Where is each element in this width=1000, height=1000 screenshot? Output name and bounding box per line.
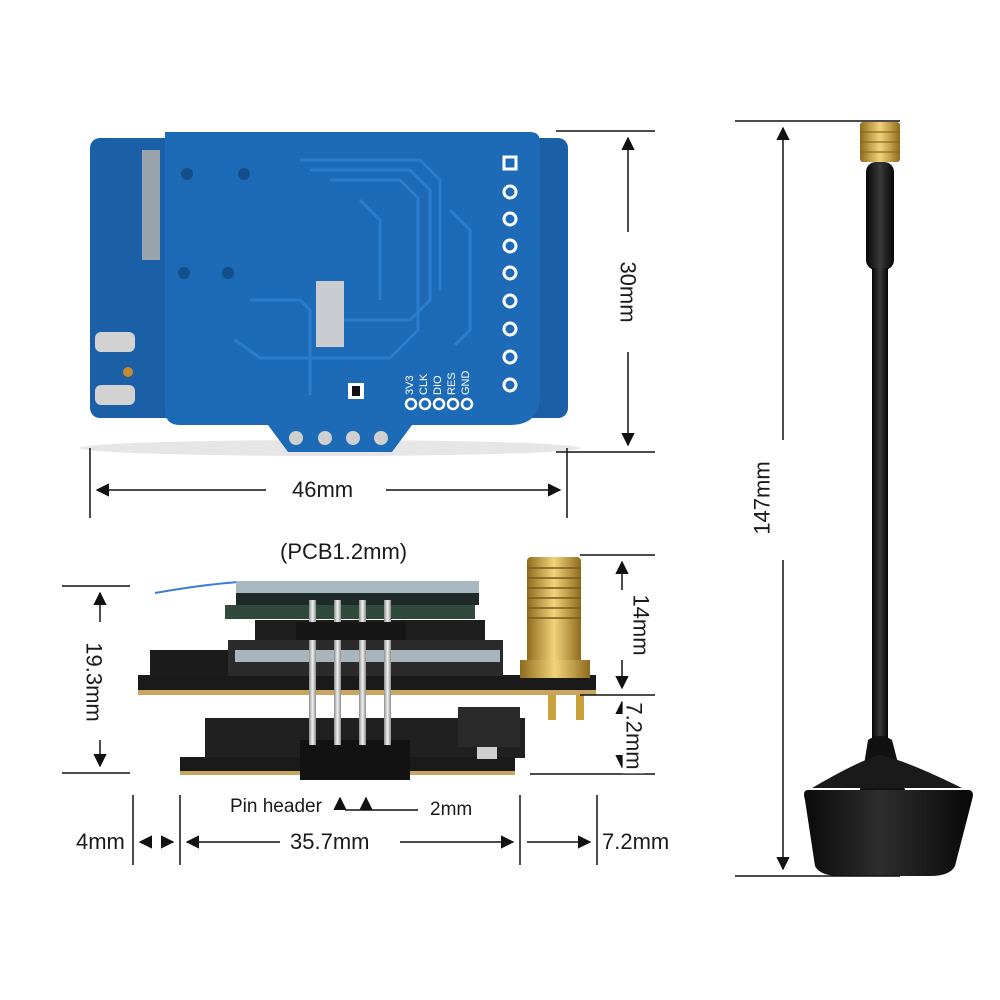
antenna-dimension: [735, 120, 900, 877]
left-offset-label: 4mm: [72, 831, 129, 853]
pin-header-label: Pin header: [226, 797, 326, 816]
pin-label-gnd: GND: [460, 370, 472, 395]
right-offset-label: 7.2mm: [598, 831, 674, 853]
side-component: [142, 150, 160, 260]
pin-label-clk: CLK: [418, 373, 430, 395]
total-height-label: 19.3mm: [82, 638, 107, 726]
pin-label-dio: DIO: [432, 375, 444, 395]
board-length-label: 35.7mm: [286, 831, 374, 853]
pin-square: [502, 155, 518, 171]
bottom-pins: [289, 431, 388, 445]
side-view: [138, 557, 596, 780]
oled-board: [236, 581, 479, 593]
pin-row: [404, 397, 474, 411]
top-board-dimensions: [89, 130, 655, 518]
mount-hole: [181, 168, 193, 180]
pin-header: [300, 740, 410, 780]
side-view-dimensions: [62, 554, 655, 865]
antenna-base: [804, 790, 973, 876]
shield-chip: [316, 281, 344, 347]
pin-label-3v3: 3V3: [404, 375, 416, 395]
height-30mm-label: 30mm: [616, 257, 641, 327]
solder-pad: [95, 385, 135, 405]
antenna-cable: [872, 268, 888, 743]
solder-pad: [95, 332, 135, 352]
sma-height-label: 14mm: [629, 590, 654, 660]
mount-hole: [238, 168, 250, 180]
antenna: [804, 122, 973, 876]
top-board-view: [80, 132, 580, 456]
mount-hole: [178, 267, 190, 279]
upper-pcb: [225, 605, 475, 619]
header-pins: [309, 600, 391, 745]
pin-label-res: RES: [446, 372, 458, 395]
antenna-length-label: 147mm: [750, 457, 775, 539]
pcb-thickness-label: (PCB1.2mm): [276, 541, 412, 563]
sma-connector: [520, 557, 590, 720]
lower-height-label: 7.2mm: [622, 698, 647, 774]
width-46mm-label: 46mm: [288, 479, 358, 501]
mount-hole: [222, 267, 234, 279]
pcb-traces: [234, 158, 472, 395]
pin-column: [502, 184, 518, 393]
pin-pitch-label: 2mm: [426, 800, 477, 819]
main-pcb: [165, 132, 540, 452]
